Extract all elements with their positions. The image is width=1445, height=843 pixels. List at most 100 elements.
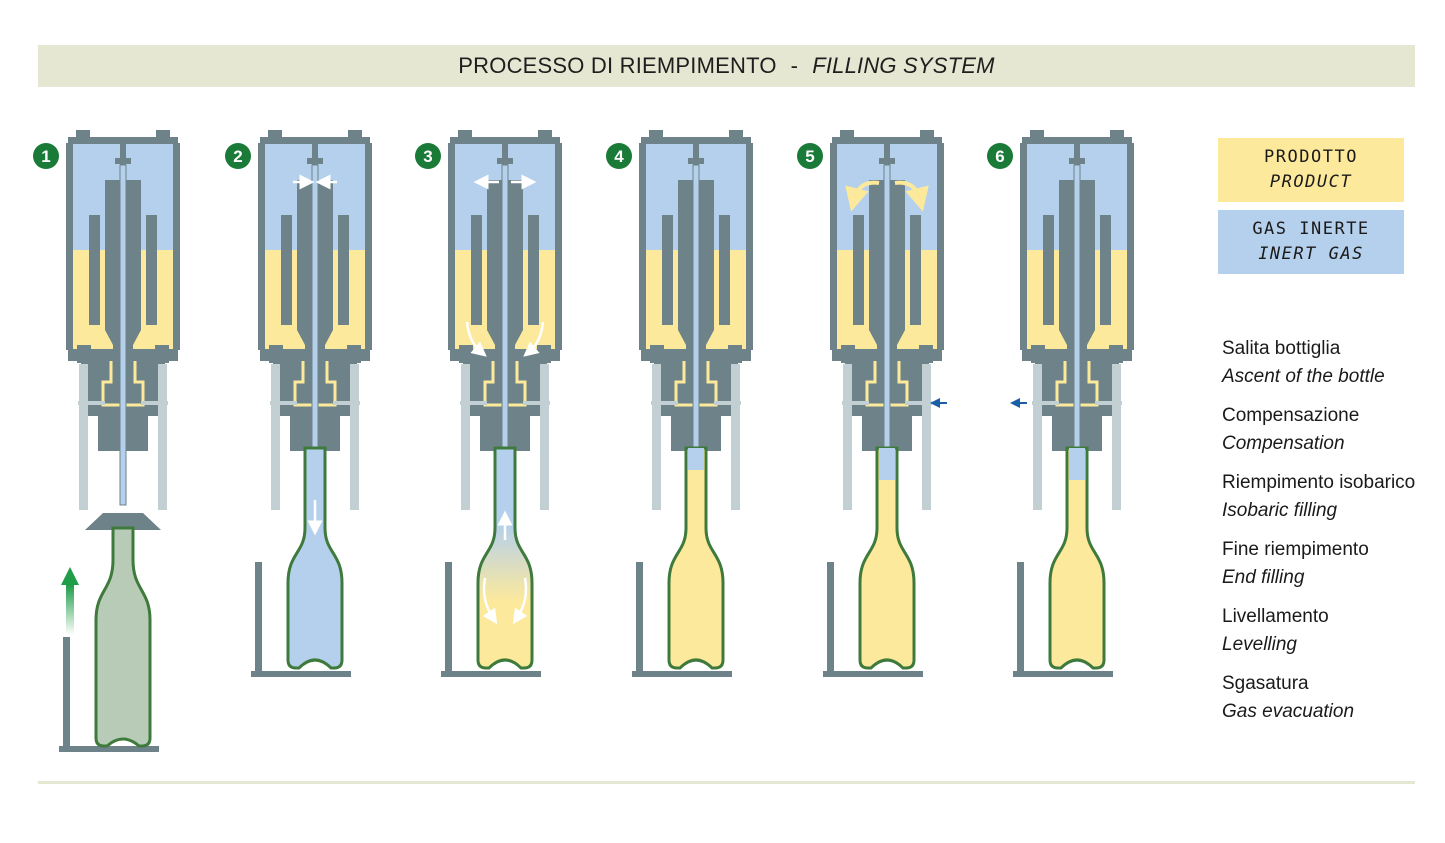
bottle-empty (94, 526, 152, 748)
tank-top-plate (832, 137, 942, 144)
tank-wall-right (365, 143, 372, 350)
tank-wall-left (1020, 143, 1027, 350)
valve-stem-collar (879, 158, 895, 164)
guide-rod (731, 364, 740, 510)
legend-gas-en: INERT GAS (1258, 244, 1364, 264)
bottle-stand-base (59, 746, 159, 752)
tank-bolt (348, 130, 362, 138)
tank-wall-left (258, 143, 265, 350)
guide-rod (461, 364, 470, 510)
tank-flange (459, 345, 473, 363)
tank-flange (728, 345, 742, 363)
tank-top-plate (68, 137, 178, 144)
bottle-stand-post (445, 562, 452, 675)
levelling-arrow (894, 180, 929, 212)
legend-gas: GAS INERTE INERT GAS (1218, 210, 1404, 274)
step-label-it: Fine riempimento (1222, 539, 1369, 560)
product-flow-arrow (482, 577, 498, 625)
step-number: 3 (423, 147, 432, 166)
filling-unit: 1 (33, 130, 180, 752)
bottle-stand-post (63, 637, 70, 750)
valve-sleeve (662, 215, 673, 325)
tank-wall-right (1127, 143, 1134, 350)
tank-wall-right (555, 143, 562, 350)
tank-bolt (156, 130, 170, 138)
bottle-stand-base (251, 671, 351, 677)
title-separator: - (790, 53, 799, 78)
filling-units: 1 2 3 4 5 6 (33, 130, 1134, 752)
step-label-it: Riempimento isobarico (1222, 472, 1416, 493)
guide-rod (350, 364, 359, 510)
guide-rod (652, 364, 661, 510)
guide-rod (79, 364, 88, 510)
step-label-it: Salita bottiglia (1222, 338, 1341, 359)
step-number: 2 (233, 147, 242, 166)
guide-rod (271, 364, 280, 510)
step-item: Livellamento Levelling (1222, 603, 1437, 670)
bottle-stand-base (1013, 671, 1113, 677)
title-bar: PROCESSO DI RIEMPIMENTO - FILLING SYSTEM (38, 45, 1415, 87)
valve-sleeve (528, 215, 539, 325)
step-label-en: End filling (1222, 567, 1305, 588)
valve-sleeve (1100, 215, 1111, 325)
filling-unit: 5 (797, 130, 947, 677)
step-number: 5 (805, 147, 814, 166)
step-item: Compensazione Compensation (1222, 402, 1437, 469)
tank-top-plate (1022, 137, 1132, 144)
tank-bolt (268, 130, 282, 138)
tank-bolt (1030, 130, 1044, 138)
step-number-badge (606, 143, 632, 169)
valve-sleeve (719, 215, 730, 325)
tank-wall-left (448, 143, 455, 350)
valve-sleeve (338, 215, 349, 325)
step-number-badge (225, 143, 251, 169)
tank-flange (841, 345, 855, 363)
tank-flange (155, 345, 169, 363)
tank-flange (1109, 345, 1123, 363)
step-label-it: Sgasatura (1222, 673, 1309, 694)
bottle-headspace-gas (1069, 448, 1085, 480)
valve-stem-collar (497, 158, 513, 164)
bottle (1048, 446, 1106, 670)
bottle (476, 446, 534, 670)
tank-flange (77, 345, 91, 363)
guide-rod (540, 364, 549, 510)
product-flow-arrow (512, 577, 528, 625)
step-label-en: Compensation (1222, 433, 1345, 454)
valve-sleeve (89, 215, 100, 325)
step-label-en: Ascent of the bottle (1222, 366, 1385, 387)
tank-flange (347, 345, 361, 363)
bottle-headspace-gas (879, 448, 895, 480)
bottle-headspace-gas (688, 448, 704, 470)
step-number: 4 (614, 147, 624, 166)
bottle-stand-base (441, 671, 541, 677)
bottom-rule (38, 781, 1415, 784)
product-flow-arrow (523, 321, 545, 357)
legend-gas-it: GAS INERTE (1252, 219, 1370, 239)
ascent-arrow-head (61, 567, 79, 585)
tank-bolt (538, 130, 552, 138)
bottle (667, 446, 725, 670)
step-number-badge (33, 143, 59, 169)
vent-tube (119, 164, 127, 506)
tank-bolt (649, 130, 663, 138)
tank-flange (919, 345, 933, 363)
valve-sleeve (853, 215, 864, 325)
tank-bolt (458, 130, 472, 138)
bottle-stand-post (255, 562, 262, 675)
tank-wall-left (66, 143, 73, 350)
step-item: Fine riempimento End filling (1222, 536, 1437, 603)
product-flow-arrow (465, 321, 487, 357)
tank-flange (650, 345, 664, 363)
step-label-en: Isobaric filling (1222, 500, 1338, 521)
step-label-it: Compensazione (1222, 405, 1360, 426)
tank-top-plate (260, 137, 370, 144)
valve-stem-collar (688, 158, 704, 164)
tank-bolt (76, 130, 90, 138)
valve-sleeve (1043, 215, 1054, 325)
guide-rod (922, 364, 931, 510)
valve-sleeve (281, 215, 292, 325)
filling-unit: 6 (987, 130, 1134, 677)
guide-rod (158, 364, 167, 510)
tank-wall-left (639, 143, 646, 350)
